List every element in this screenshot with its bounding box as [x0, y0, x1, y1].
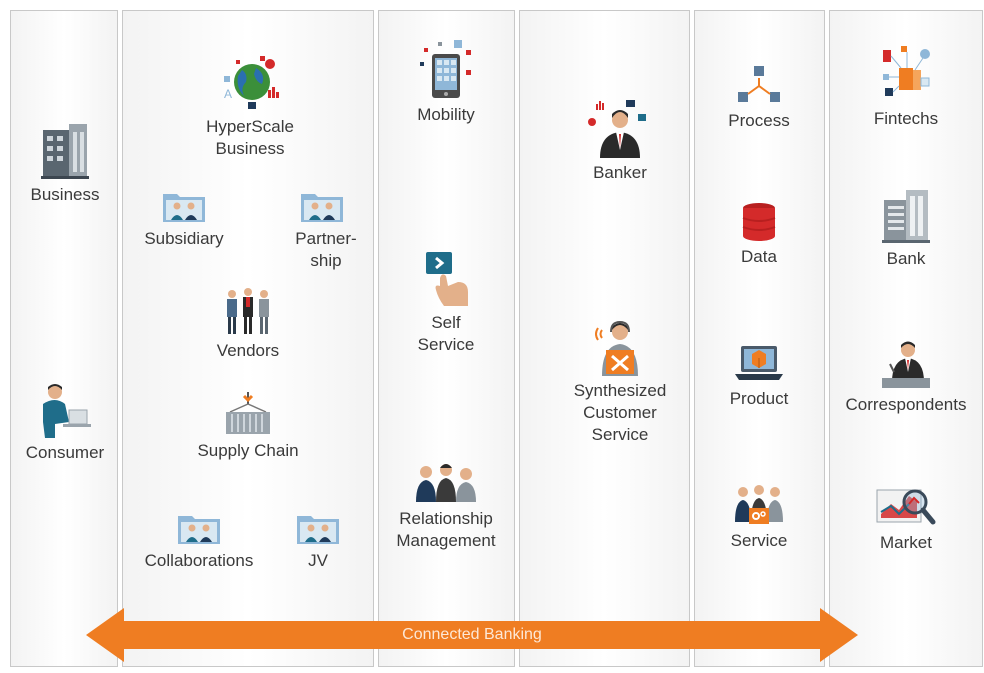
- team-meeting-icon: [416, 464, 476, 502]
- label-collaborations: Collaborations: [144, 551, 254, 570]
- label-supply-chain: Supply Chain: [197, 441, 299, 460]
- node-data: Data: [700, 202, 818, 268]
- label-subsidiary: Subsidiary: [144, 229, 224, 248]
- office-building-icon: [41, 124, 89, 179]
- node-bank: Bank: [836, 188, 976, 270]
- node-self-service: Self Service: [386, 250, 506, 356]
- touch-screen-icon: [426, 252, 468, 306]
- node-relationship-management: Relationship Management: [386, 462, 506, 552]
- banker-icon: [588, 100, 646, 158]
- laptop-product-icon: [735, 346, 783, 380]
- node-business: Business: [20, 124, 110, 206]
- globe-analytics-icon: A: [224, 56, 279, 109]
- node-hyperscale: A HyperScale Business: [188, 54, 312, 160]
- label-jv: JV: [308, 551, 328, 570]
- label-banker: Banker: [593, 163, 647, 182]
- node-collaborations: Collaborations: [134, 514, 264, 572]
- label-market: Market: [880, 533, 932, 552]
- label-product: Product: [729, 389, 789, 408]
- column-channels: [378, 10, 515, 667]
- label-data: Data: [741, 247, 777, 266]
- service-team-icon: [735, 485, 783, 524]
- process-network-icon: [738, 66, 780, 102]
- label-process: Process: [728, 111, 790, 130]
- connected-banking-arrow: [86, 608, 858, 662]
- folder-people-icon: [163, 194, 205, 222]
- node-partnership: Partner- ship: [280, 192, 364, 272]
- label-consumer: Consumer: [25, 443, 105, 462]
- label-partnership: Partner- ship: [295, 229, 357, 270]
- column-operations: [694, 10, 825, 667]
- label-self-service: Self Service: [417, 313, 475, 354]
- label-vendors: Vendors: [216, 341, 280, 360]
- node-fintechs: Fintechs: [836, 44, 976, 130]
- node-banker: Banker: [560, 98, 680, 184]
- column-customers: [10, 10, 118, 667]
- folder-people-icon: [301, 194, 343, 222]
- vendors-group-icon: [227, 288, 269, 334]
- column-ecosystem: [122, 10, 374, 667]
- bank-building-icon: [882, 190, 930, 243]
- node-synthesized-customer-service: Synthesized Customer Service: [560, 320, 680, 446]
- node-process: Process: [700, 66, 818, 132]
- column-partners: [829, 10, 983, 667]
- shipping-container-crane-icon: [226, 392, 270, 434]
- node-correspondents: Correspondents: [836, 338, 976, 416]
- node-mobility: Mobility: [386, 40, 506, 126]
- node-vendors: Vendors: [198, 288, 298, 362]
- node-service: Service: [700, 484, 818, 552]
- fintech-network-icon: [883, 46, 930, 96]
- speaker-at-podium-icon: [882, 341, 930, 388]
- folder-people-icon: [297, 516, 339, 544]
- support-agent-icon: [595, 320, 638, 376]
- node-product: Product: [700, 340, 818, 410]
- node-consumer: Consumer: [20, 382, 110, 464]
- node-jv: JV: [286, 514, 350, 572]
- node-supply-chain: Supply Chain: [186, 392, 310, 462]
- consumer-at-laptop-icon: [43, 384, 91, 438]
- label-service: Service: [730, 531, 788, 550]
- column-staff: [519, 10, 690, 667]
- node-market: Market: [836, 484, 976, 554]
- label-synthesized-customer-service: Synthesized Customer Service: [573, 381, 667, 444]
- label-correspondents: Correspondents: [845, 395, 967, 414]
- connected-banking-label: Connected Banking: [402, 626, 542, 643]
- label-relationship-management: Relationship Management: [396, 509, 496, 550]
- label-mobility: Mobility: [417, 105, 475, 124]
- label-business: Business: [30, 185, 100, 204]
- label-hyperscale: HyperScale Business: [206, 117, 294, 158]
- label-fintechs: Fintechs: [873, 109, 939, 128]
- node-subsidiary: Subsidiary: [134, 192, 234, 250]
- tablet-apps-icon: [420, 40, 471, 98]
- svg-text:A: A: [224, 87, 232, 101]
- label-bank: Bank: [886, 249, 926, 268]
- market-analysis-icon: [876, 489, 936, 525]
- folder-people-icon: [178, 516, 220, 544]
- database-icon: [742, 203, 776, 241]
